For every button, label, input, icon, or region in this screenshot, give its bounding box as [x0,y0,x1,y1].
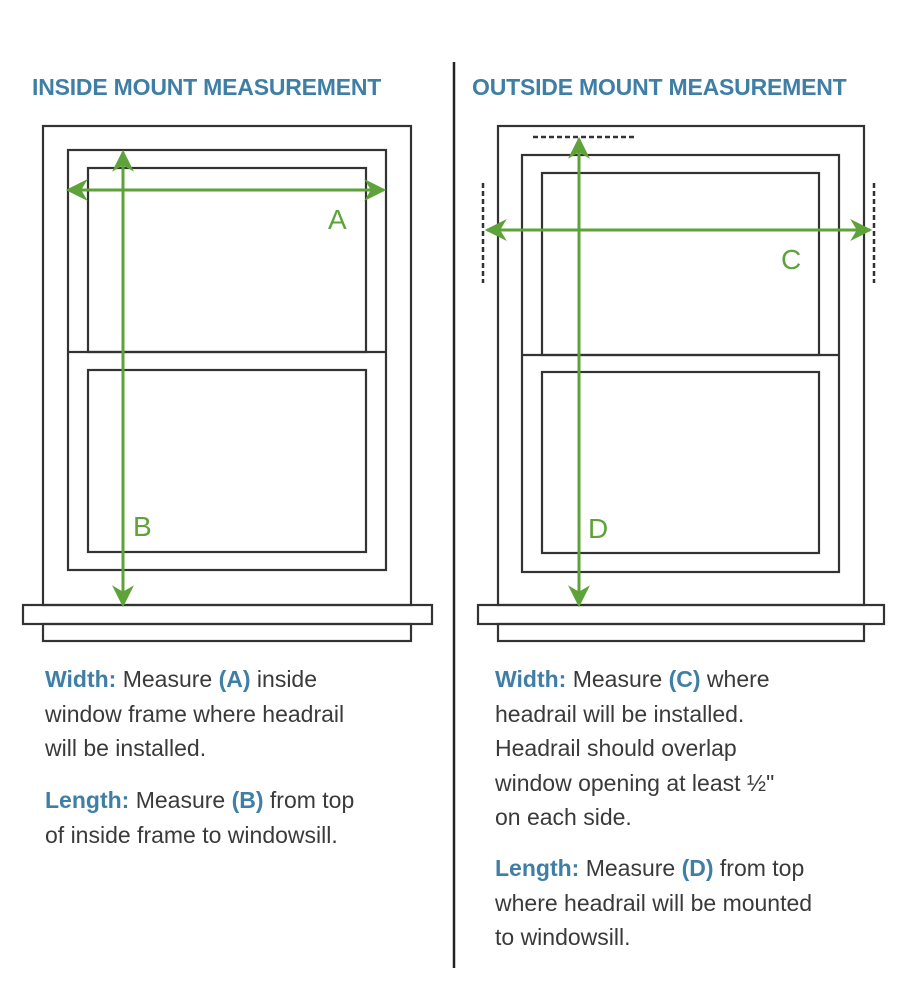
apron [496,622,866,643]
inside-window-drawing [21,124,434,643]
text: window opening at least ½" [495,769,775,796]
lower-sash [540,370,821,555]
marker-d: D [588,513,608,544]
ref-a: (A) [218,666,251,692]
inside-width-instructions: Width: Measure (A) inside window frame w… [45,662,344,766]
inside-length-instructions: Length: Measure (B) from top of inside f… [45,783,354,852]
ref-c: (C) [668,666,701,692]
lower-sash [86,368,368,554]
text: headrail will be installed. [495,700,745,727]
text: of inside frame to windowsill. [45,821,338,848]
outside-mount-heading: OUTSIDE MOUNT MEASUREMENT [472,74,847,100]
text: Measure [116,666,219,692]
text: Measure [129,787,232,813]
windowsill [21,603,434,626]
ref-d: (D) [681,855,714,881]
text: will be installed. [45,735,207,761]
text: inside [250,666,318,692]
text: Headrail should overlap [495,735,737,761]
width-key: Width: [45,666,117,692]
marker-c: C [781,244,801,275]
outside-length-instructions: Length: Measure (D) from top where headr… [495,851,812,955]
width-key: Width: [495,666,567,692]
ref-b: (B) [231,787,264,813]
apron [41,622,413,643]
text: where headrail will be mounted [495,889,813,916]
text: from top [713,855,805,881]
text: window frame where headrail [45,700,345,727]
inside-mount-heading: INSIDE MOUNT MEASUREMENT [32,74,382,100]
upper-sash [540,171,821,357]
text: on each side. [495,804,632,830]
outside-width-instructions: Width: Measure (C) where headrail will b… [495,662,774,835]
outside-window-drawing [476,124,886,643]
text: from top [263,787,355,813]
length-key: Length: [495,855,580,881]
outside-arrows [484,136,873,608]
outer-frame [496,124,866,607]
marker-b: B [133,511,152,542]
text: Measure [566,666,669,692]
inside-arrows [65,149,387,608]
marker-a: A [328,204,347,235]
upper-sash [86,166,368,354]
windowsill [476,603,886,626]
outer-frame [41,124,413,607]
length-key: Length: [45,787,130,813]
text: Measure [579,855,682,881]
inner-frame [66,148,388,572]
text: to windowsill. [495,924,631,950]
text: where [700,666,770,692]
inner-frame [520,153,841,574]
